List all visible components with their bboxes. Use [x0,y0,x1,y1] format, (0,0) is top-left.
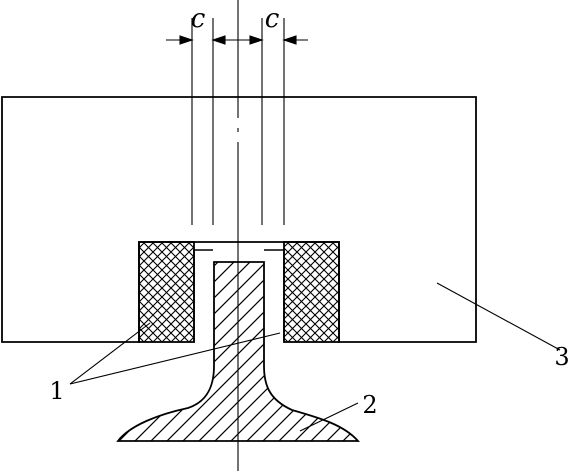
leader-2 [299,402,359,432]
part-1-right-ring [283,241,340,343]
part-1-left-ring [138,241,195,343]
clearance-extension-lines [191,18,285,225]
part-label-2: 2 [362,391,377,419]
clearance-label-right: c [265,4,280,34]
part-label-1: 1 [49,377,64,405]
leader-3 [436,282,561,351]
leader-1-right [69,332,281,385]
left-clearance-dimension [166,35,238,45]
clearance-label-left: c [191,4,206,34]
part-label-3: 3 [554,343,569,371]
leader-1-left [69,322,151,385]
leader-lines [69,282,561,432]
bore-outline [193,249,285,342]
right-clearance-dimension [238,35,308,45]
